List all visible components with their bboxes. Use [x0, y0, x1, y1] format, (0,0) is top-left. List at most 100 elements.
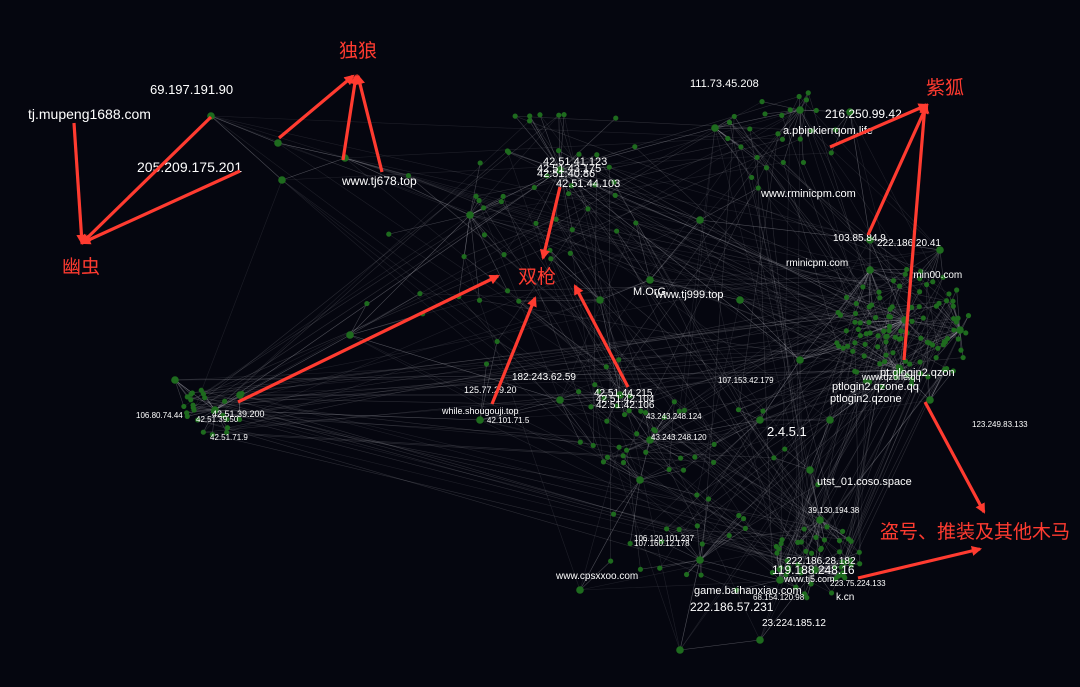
graph-edge: [869, 269, 907, 271]
graph-node: [856, 549, 862, 555]
graph-edge: [739, 299, 801, 361]
graph-node: [725, 135, 731, 142]
graph-node: [678, 455, 684, 461]
graph-edge: [666, 317, 876, 530]
graph-node: [576, 389, 582, 395]
graph-edge: [281, 179, 777, 547]
graph-node: [843, 294, 850, 301]
graph-edge: [680, 329, 961, 459]
graph-edge: [479, 419, 594, 446]
graph-node: [527, 113, 533, 119]
graph-node: [924, 282, 930, 288]
graph-edge: [776, 303, 857, 554]
graph-node: [614, 403, 620, 409]
graph-edge: [559, 169, 616, 196]
graph-edge: [603, 187, 759, 399]
graph-node: [556, 166, 564, 174]
graph-node: [569, 227, 575, 233]
graph-edge: [684, 127, 716, 411]
graph-edge: [635, 222, 812, 584]
graph-edge: [956, 289, 961, 331]
graph-node: [852, 319, 858, 325]
graph-node: [643, 449, 649, 455]
graph-node: [832, 564, 838, 571]
graph-edge: [192, 249, 941, 394]
graph-edge: [849, 111, 907, 332]
graph-edge: [572, 229, 831, 421]
graph-node: [646, 436, 654, 444]
graph-edge: [639, 338, 902, 481]
node-label: utst_01.coso.space: [817, 476, 912, 488]
graph-node: [805, 90, 811, 96]
node-labels: 69.197.191.90 tj.mupeng1688.com 205.209.…: [28, 78, 1028, 629]
graph-node: [646, 276, 654, 284]
graph-edge: [809, 469, 821, 521]
graph-node: [664, 526, 670, 532]
graph-edge: [609, 166, 880, 293]
graph-node: [795, 539, 801, 545]
node-label: pt.qlogin2.qzon: [880, 367, 955, 379]
graph-node: [638, 408, 644, 414]
graph-node: [590, 442, 596, 449]
graph-edge: [479, 419, 624, 457]
graph-edge: [408, 175, 821, 521]
graph-edge: [699, 528, 746, 561]
graph-node: [171, 376, 179, 384]
graph-edge: [661, 342, 928, 542]
node-label: 223.75.224.133: [830, 579, 886, 588]
graph-edge: [618, 359, 621, 396]
graph-node: [828, 590, 835, 596]
graph-edge: [507, 150, 561, 171]
node-label: 42.51.44.103: [556, 178, 620, 190]
annotation-zihu: 紫狐: [926, 77, 964, 99]
graph-edge: [761, 101, 801, 111]
graph-node: [657, 565, 663, 571]
graph-edge: [811, 130, 941, 251]
graph-edge: [203, 300, 947, 395]
graph-edge: [743, 518, 805, 595]
graph-edge: [559, 169, 880, 365]
graph-edge: [578, 391, 807, 598]
graph-node: [616, 357, 622, 363]
graph-node: [843, 328, 849, 334]
graph-edge: [679, 639, 761, 651]
graph-edge: [739, 299, 946, 343]
graph-edge: [479, 300, 928, 378]
graph-node: [803, 548, 809, 554]
graph-edge: [799, 109, 812, 131]
graph-node: [860, 284, 866, 290]
graph-node: [779, 537, 785, 543]
graph-edge: [837, 312, 901, 371]
graph-edge: [877, 335, 901, 371]
graph-edge: [669, 419, 831, 470]
graph-edge: [559, 169, 701, 221]
node-label: 42.51.41.123: [543, 156, 607, 168]
graph-edge: [623, 462, 641, 481]
graph-node: [933, 303, 939, 309]
graph-node: [756, 416, 764, 424]
graph-node: [274, 139, 282, 147]
node-label: 68.154.120.98: [753, 593, 805, 602]
graph-node: [808, 128, 814, 134]
node-label: 42.101.71.5: [487, 416, 530, 425]
graph-edge: [226, 432, 624, 457]
graph-edge: [649, 410, 685, 441]
graph-node: [405, 173, 412, 179]
graph-edge: [738, 329, 954, 410]
graph-edge: [503, 109, 801, 197]
graph-edge: [668, 401, 675, 470]
graph-node: [816, 516, 824, 524]
graph-edge: [649, 401, 675, 441]
graph-node: [920, 315, 926, 321]
graph-node: [594, 152, 600, 158]
graph-edge: [563, 114, 681, 651]
graph-edge: [613, 181, 821, 550]
graph-edge: [629, 419, 761, 544]
graph-edge: [174, 377, 897, 381]
graph-node: [577, 439, 583, 445]
graph-node: [711, 124, 719, 132]
graph-edge: [227, 281, 933, 429]
graph-node: [941, 339, 948, 345]
graph-edge: [780, 338, 902, 568]
graph-edge: [508, 152, 861, 324]
